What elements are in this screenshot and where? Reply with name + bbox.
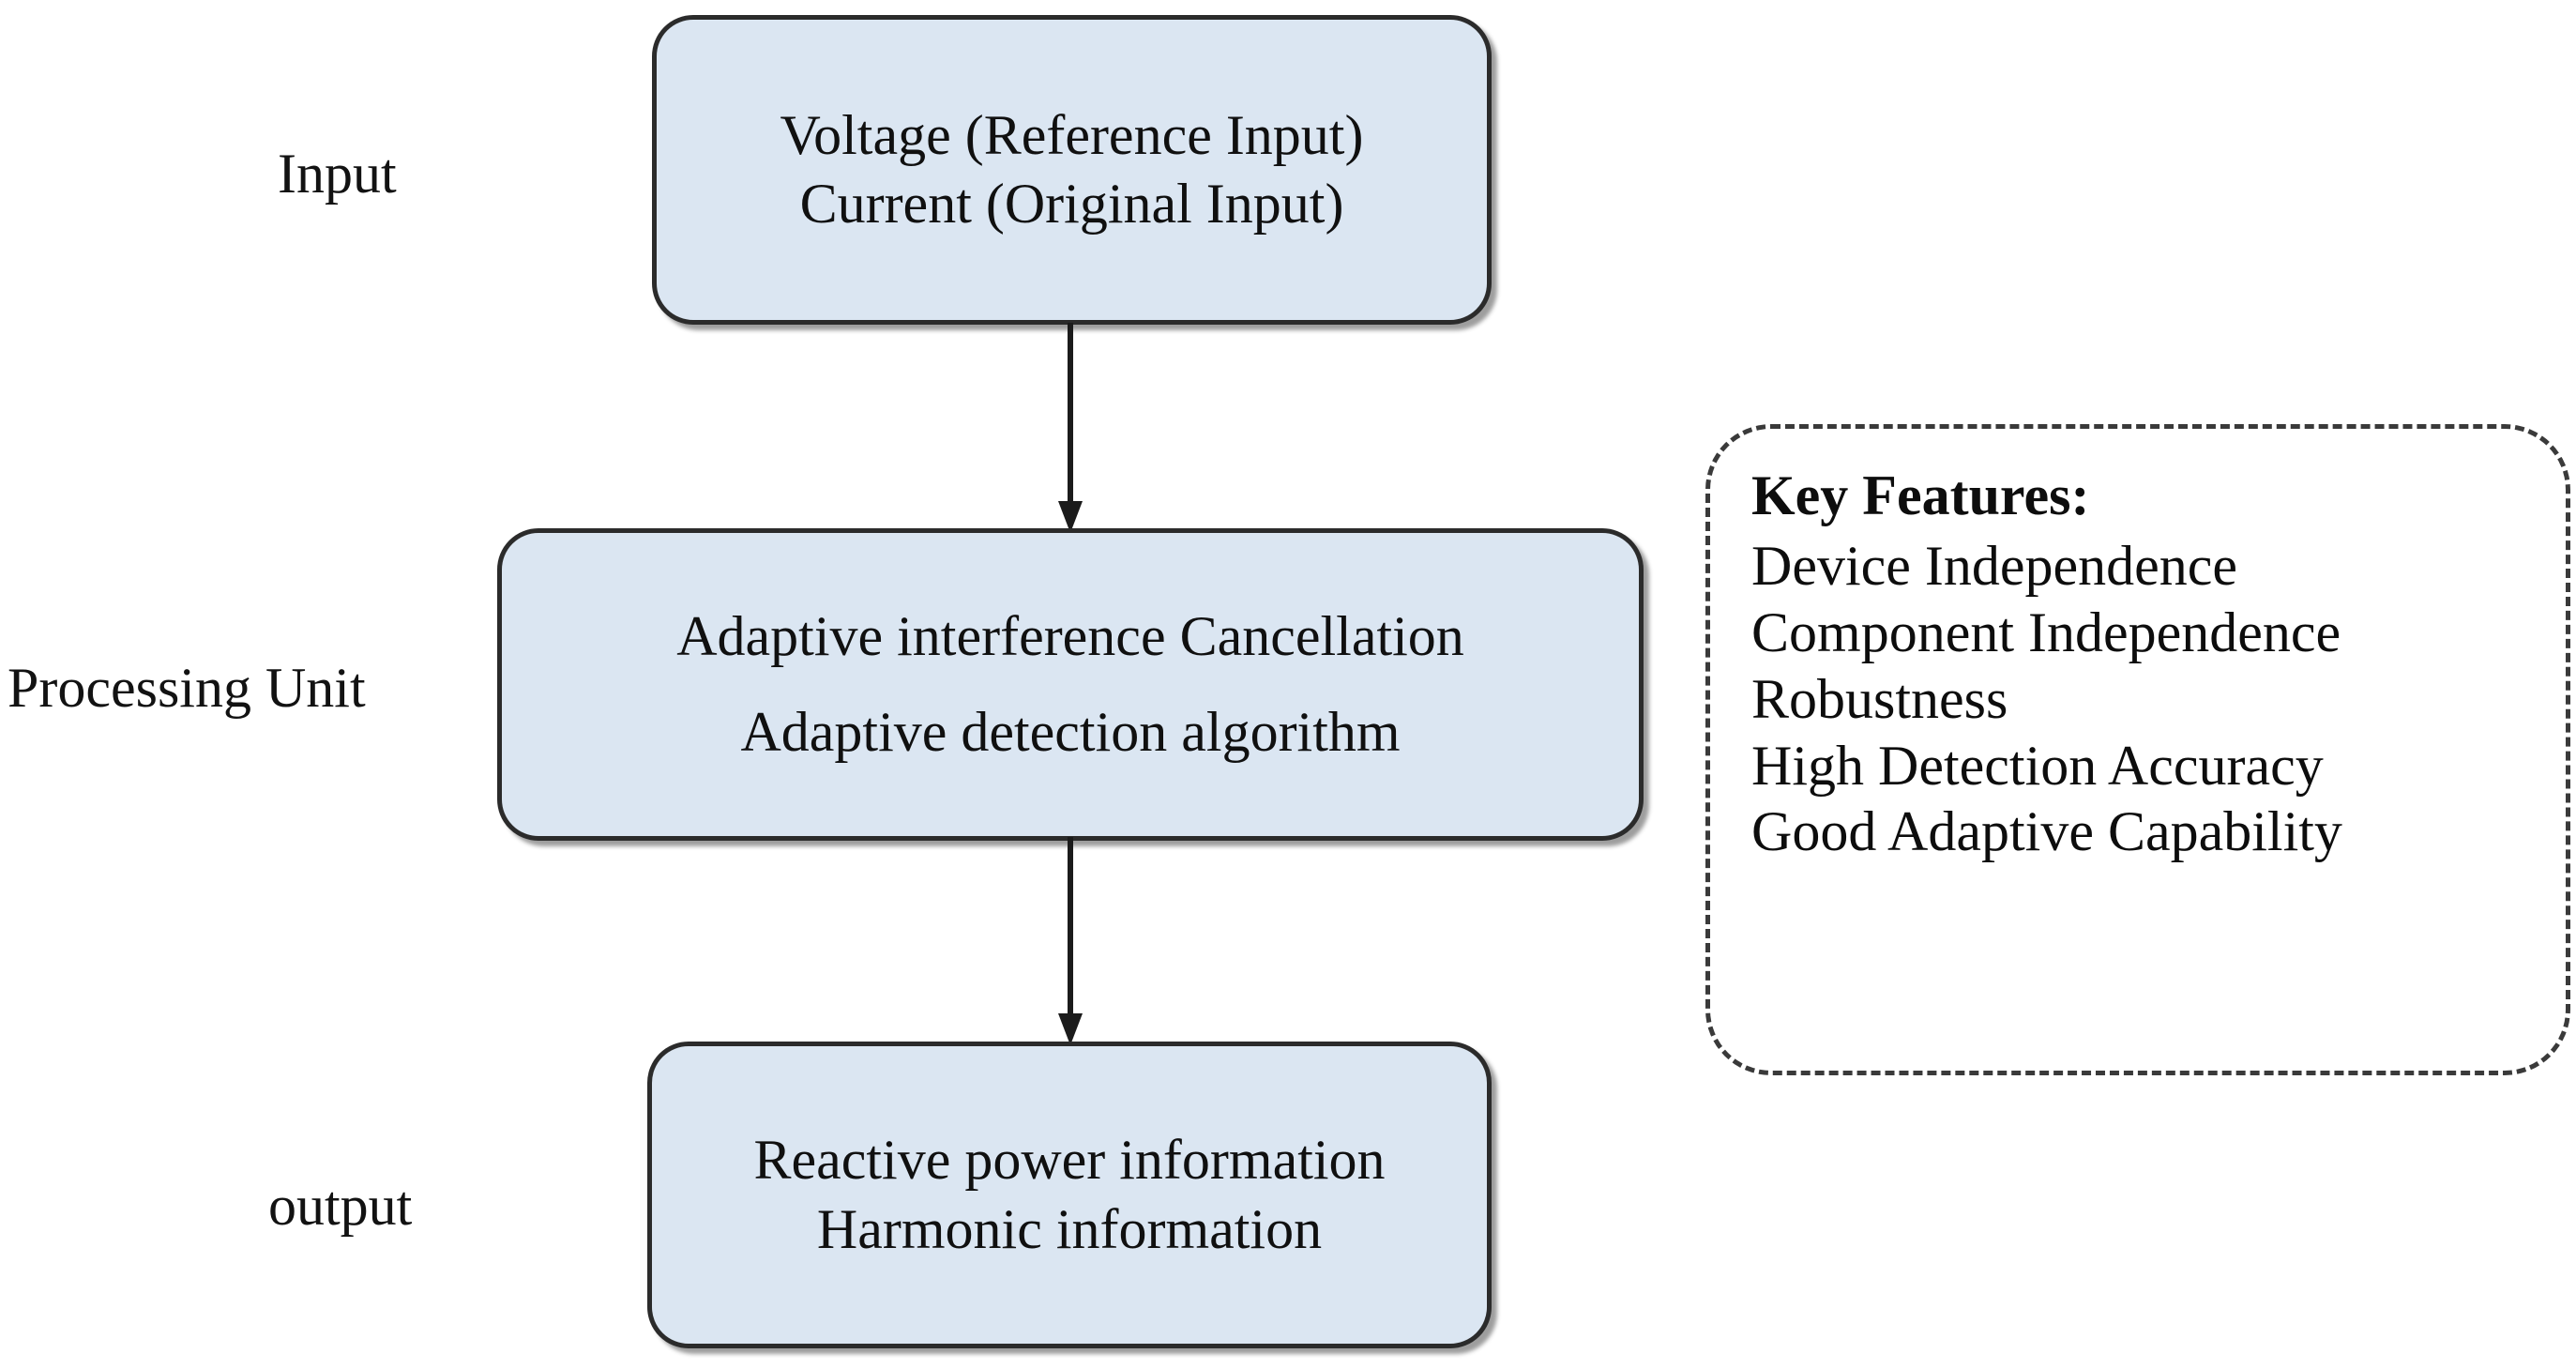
stage-label-input: Input <box>278 143 397 205</box>
arrow-processing-to-output <box>1058 837 1083 1045</box>
arrowhead-down-icon <box>1058 501 1083 533</box>
stage-label-output: output <box>268 1175 413 1237</box>
key-features-title: Key Features: <box>1751 464 2090 526</box>
key-feature-item: Device Independence <box>1751 535 2238 598</box>
processing-box-line-2: Adaptive detection algorithm <box>740 700 1401 763</box>
arrow-shaft <box>1068 837 1073 1015</box>
key-features-callout: Key Features: Device Independence Compon… <box>1705 424 2570 1075</box>
output-box-line-1: Reactive power information <box>753 1129 1386 1192</box>
key-feature-item: Robustness <box>1751 667 2008 730</box>
processing-unit-box: Adaptive interference Cancellation Adapt… <box>497 528 1644 841</box>
input-box-line-2: Current (Original Input) <box>799 173 1344 235</box>
processing-box-line-1: Adaptive interference Cancellation <box>676 605 1464 668</box>
key-features-list: Device Independence Component Independen… <box>1751 533 2538 865</box>
output-box-line-2: Harmonic information <box>816 1197 1323 1260</box>
key-feature-item: Component Independence <box>1751 601 2341 663</box>
arrow-shaft <box>1068 323 1073 503</box>
key-feature-item: High Detection Accuracy <box>1751 734 2324 797</box>
arrow-input-to-processing <box>1058 323 1083 533</box>
key-feature-item: Good Adaptive Capability <box>1751 800 2342 863</box>
output-box: Reactive power information Harmonic info… <box>647 1042 1492 1348</box>
stage-label-processing-unit: Processing Unit <box>8 657 366 719</box>
input-box: Voltage (Reference Input) Current (Origi… <box>652 15 1492 325</box>
input-box-line-1: Voltage (Reference Input) <box>780 103 1364 166</box>
arrowhead-down-icon <box>1058 1013 1083 1045</box>
